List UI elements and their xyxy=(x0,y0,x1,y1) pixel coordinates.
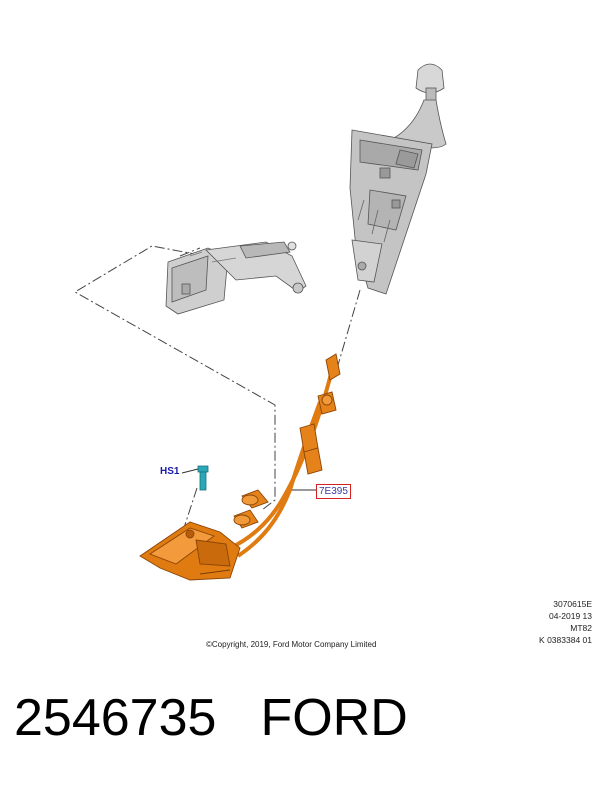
shift-cable-assembly xyxy=(139,353,341,581)
gear-shifter-assembly xyxy=(349,63,447,295)
brand-name: FORD xyxy=(260,689,408,747)
reference-date: 04-2019 13 xyxy=(548,611,592,621)
reference-number: K 0383384 01 xyxy=(539,635,592,645)
fastener-bolt xyxy=(181,465,209,491)
cable-callout-label: 7E395 xyxy=(316,484,351,499)
part-number: 2546735 xyxy=(14,689,217,747)
selector-housing xyxy=(165,241,307,315)
reference-code: 3070615E xyxy=(553,599,592,609)
exploded-parts-diagram xyxy=(74,63,447,581)
diagram-reference-block: 3070615E 04-2019 13 MT82 K 0383384 01 xyxy=(539,598,592,646)
copyright-notice: ©Copyright, 2019, Ford Motor Company Lim… xyxy=(206,640,377,649)
part-caption: 2546735 FORD xyxy=(14,688,408,748)
fastener-callout-label: HS1 xyxy=(160,466,180,477)
reference-model: MT82 xyxy=(570,623,592,633)
